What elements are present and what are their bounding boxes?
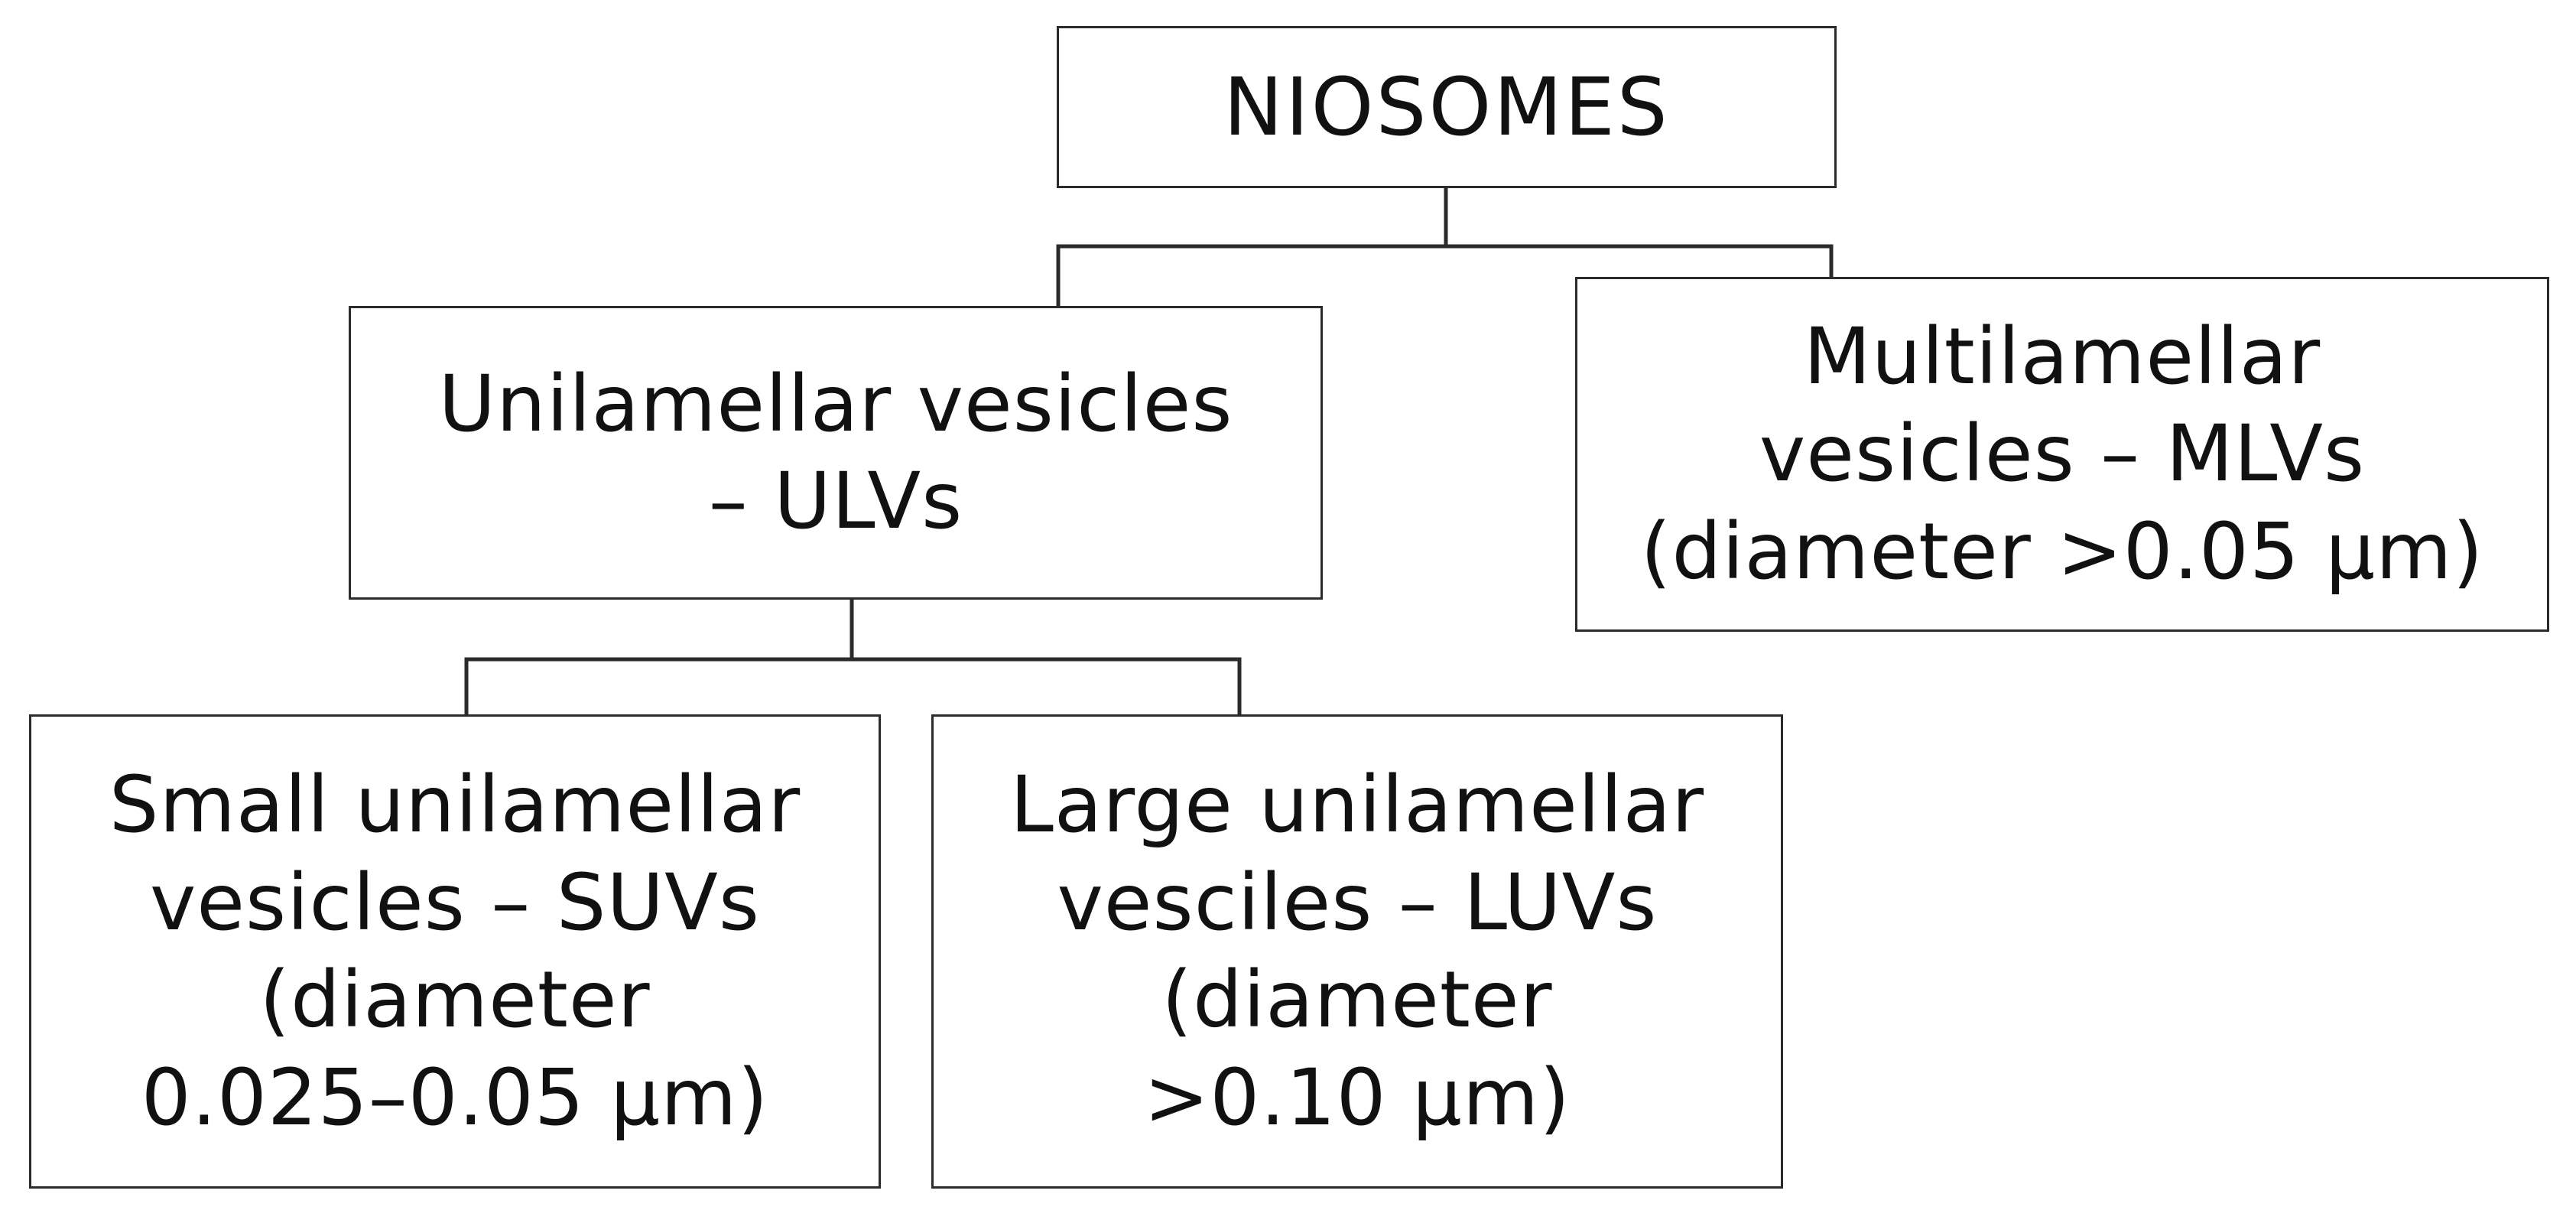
connector-ulv-to-children	[464, 597, 1242, 717]
large-unilamellar-line-2: vesciles – LUVs	[1057, 857, 1658, 948]
niosomes-line-1: NIOSOMES	[1223, 60, 1670, 154]
multilamellar-vesicles-node: Multilamellar vesicles – MLVs (diameter …	[1575, 277, 2549, 632]
small-unilamellar-line-3: (diameter	[259, 955, 651, 1046]
multilamellar-line-3: (diameter >0.05 μm)	[1640, 506, 2484, 597]
niosomes-node: NIOSOMES	[1057, 26, 1837, 188]
unilamellar-line-2: – ULVs	[708, 456, 963, 547]
large-unilamellar-line-4: >0.10 μm)	[1143, 1052, 1571, 1143]
connector-root-to-children	[1056, 186, 1834, 308]
large-unilamellar-vesicles-label: Large unilamellar vesciles – LUVs (diame…	[1010, 756, 1704, 1147]
small-unilamellar-vesicles-label: Small unilamellar vesicles – SUVs (diame…	[109, 756, 801, 1147]
large-unilamellar-line-3: (diameter	[1161, 955, 1553, 1046]
large-unilamellar-vesicles-node: Large unilamellar vesciles – LUVs (diame…	[931, 714, 1783, 1189]
small-unilamellar-line-2: vesicles – SUVs	[149, 857, 761, 948]
niosomes-label: NIOSOMES	[1223, 57, 1670, 157]
small-unilamellar-vesicles-node: Small unilamellar vesicles – SUVs (diame…	[29, 714, 881, 1189]
unilamellar-vesicles-label: Unilamellar vesicles – ULVs	[438, 356, 1233, 551]
small-unilamellar-line-1: Small unilamellar	[109, 759, 801, 851]
small-unilamellar-line-4: 0.025–0.05 μm)	[141, 1052, 769, 1143]
large-unilamellar-line-1: Large unilamellar	[1009, 759, 1705, 851]
multilamellar-line-2: vesicles – MLVs	[1759, 408, 2366, 500]
multilamellar-line-1: Multilamellar	[1803, 311, 2321, 402]
unilamellar-vesicles-node: Unilamellar vesicles – ULVs	[349, 306, 1323, 600]
multilamellar-vesicles-label: Multilamellar vesicles – MLVs (diameter …	[1641, 308, 2484, 601]
unilamellar-line-1: Unilamellar vesicles	[438, 358, 1233, 450]
